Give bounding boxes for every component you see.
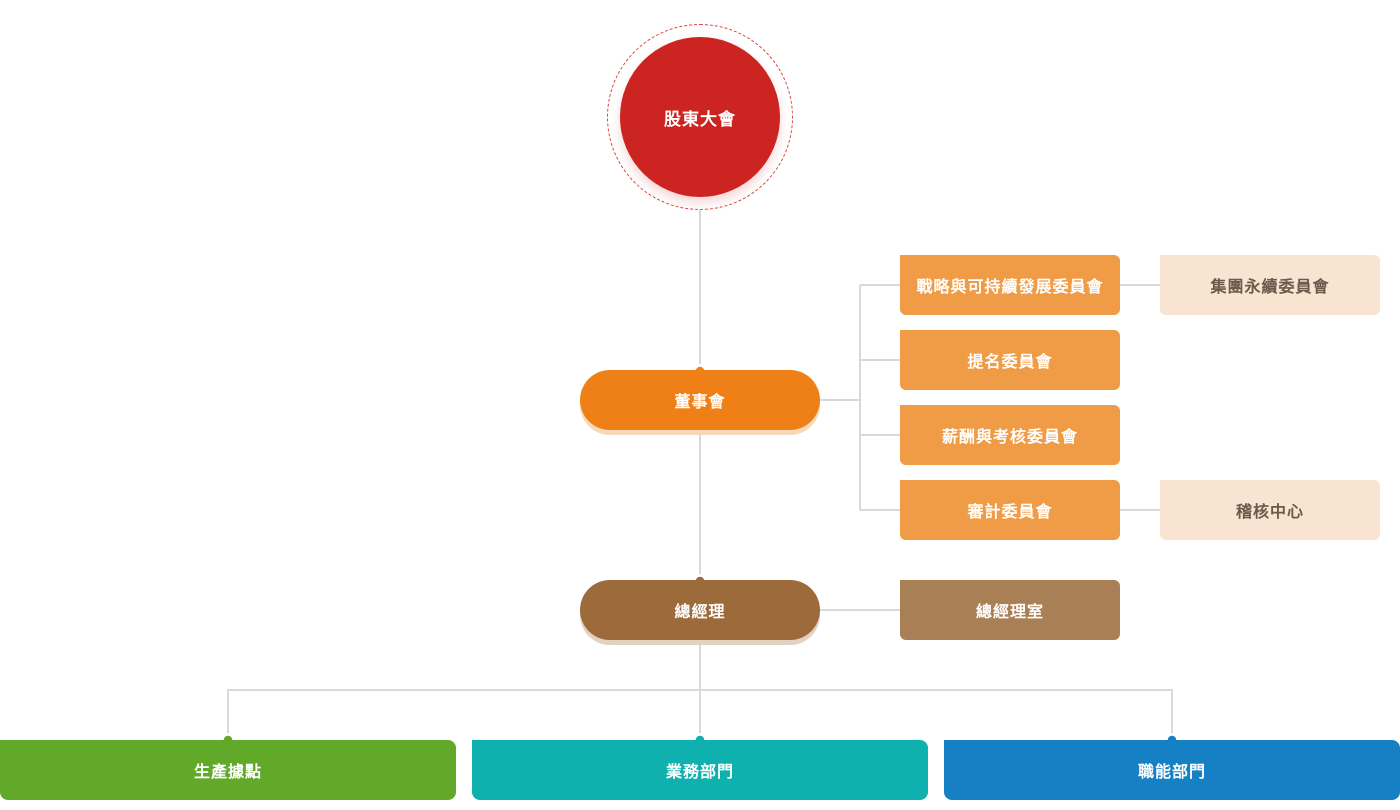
general-manager-node: 總經理 (580, 580, 820, 640)
dept-production: 生產據點 (0, 740, 456, 800)
committee-strategy-sustainability: 戰略與可持續發展委員會 (900, 255, 1120, 315)
audit-center: 稽核中心 (1160, 480, 1380, 540)
side-unit-label: 集團永續委員會 (1210, 277, 1330, 296)
group-sustainability-committee: 集團永續委員會 (1160, 255, 1380, 315)
committee-audit: 審計委員會 (900, 480, 1120, 540)
connector-departments-bus (227, 689, 1173, 740)
shareholders-node: 股東大會 (620, 37, 780, 197)
committee-label: 審計委員會 (967, 502, 1053, 521)
committee-label: 戰略與可持續發展委員會 (916, 277, 1104, 296)
committee-label: 薪酬與考核委員會 (941, 427, 1078, 446)
committee-nomination: 提名委員會 (900, 330, 1120, 390)
dept-label: 業務部門 (665, 762, 734, 781)
dept-business: 業務部門 (472, 740, 928, 800)
dept-label: 職能部門 (1137, 762, 1206, 781)
dept-functional: 職能部門 (944, 740, 1400, 800)
shareholders-label: 股東大會 (664, 109, 736, 130)
shareholders-ring (607, 24, 793, 210)
committee-label: 提名委員會 (967, 352, 1053, 371)
gm-office-label: 總經理室 (975, 602, 1044, 621)
dept-label: 生產據點 (193, 762, 262, 781)
gm-office-node: 總經理室 (900, 580, 1120, 640)
board-node: 董事會 (580, 370, 820, 430)
committee-compensation: 薪酬與考核委員會 (900, 405, 1120, 465)
board-label: 董事會 (674, 392, 726, 411)
side-unit-label: 稽核中心 (1235, 502, 1304, 521)
general-manager-label: 總經理 (674, 602, 726, 621)
